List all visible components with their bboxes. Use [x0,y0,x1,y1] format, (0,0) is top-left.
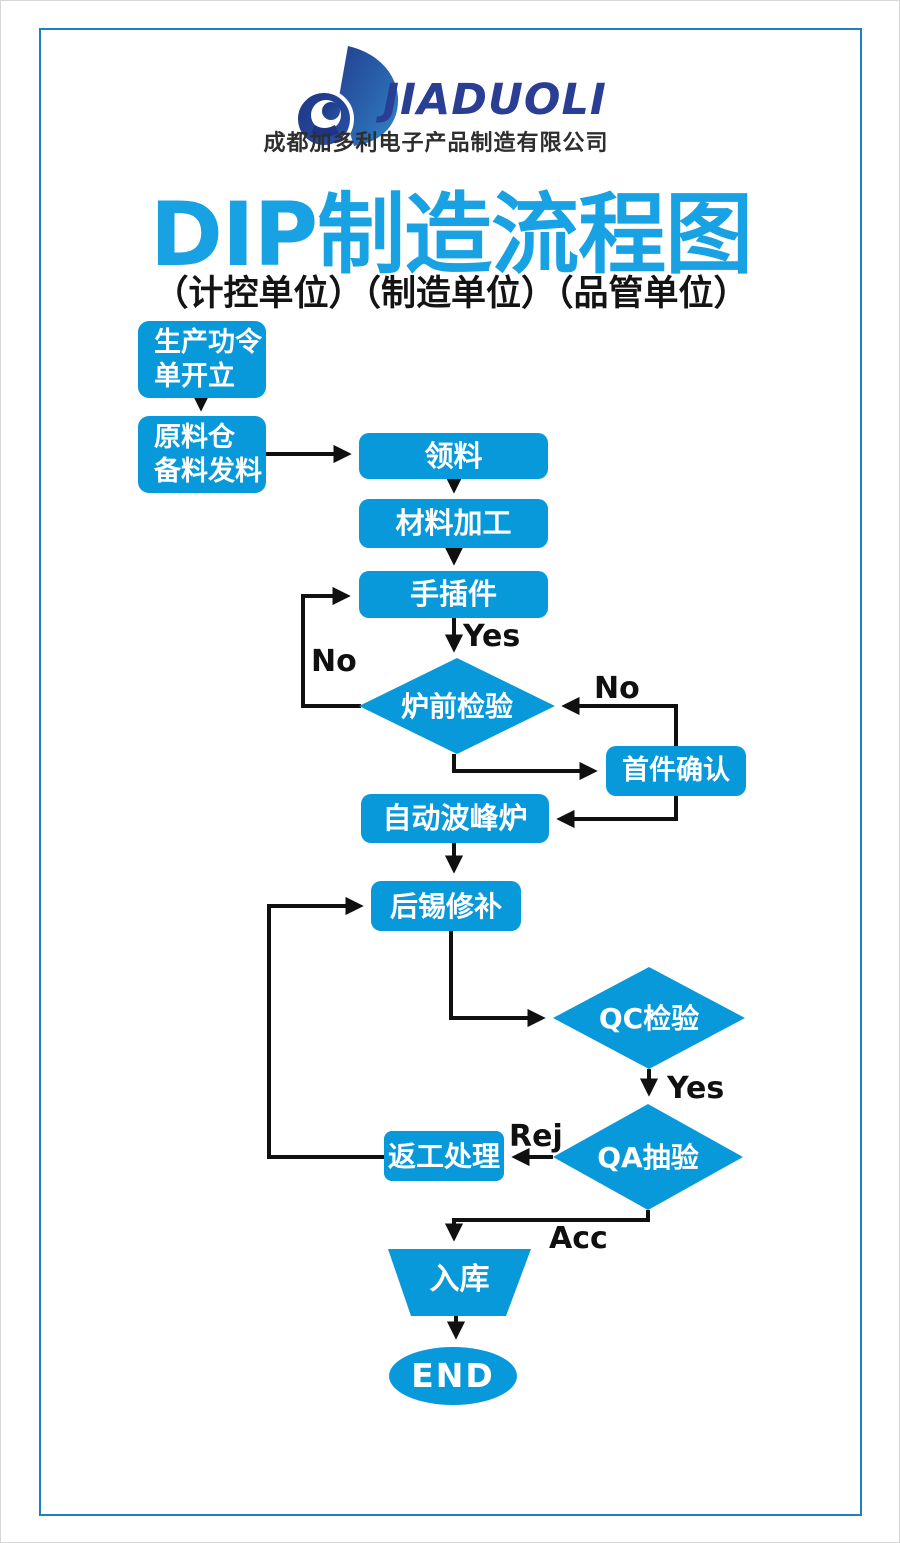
node-wave-solder-shape [361,794,549,843]
node-shape-group [138,321,746,1405]
edge-qa-acc-to-warehouse [444,1210,650,1242]
company-name: 成都加多利电子产品制造有限公司 [263,131,609,156]
edge-furnacecheck-to-firstarticle [452,754,598,781]
edge-furnacecheck-no-to-insert [301,586,361,708]
page-subtitle: （计控单位）（制造单位）（品管单位） [153,274,749,314]
node-furnace-check-shape [359,658,555,754]
node-first-article-shape [606,746,746,796]
node-production-order-shape [138,321,266,398]
node-warehouse-shape [388,1249,531,1316]
edge-firstarticle-to-wavesolder [556,796,678,829]
edge-firstarticle-no-to-furnacecheck [561,696,678,746]
company-logo-icon [294,46,399,147]
node-qa-sampling-shape [553,1104,743,1210]
connector-group [191,393,678,1340]
node-material-processing-shape [359,499,548,548]
brand-wordmark: JIADUOLI [383,75,607,125]
node-hand-insert-shape [359,571,548,618]
node-solder-touchup-shape [371,881,521,931]
node-rework-shape [384,1131,504,1181]
node-raw-material-shape [138,416,266,493]
node-qc-check-shape [553,967,745,1069]
node-end-shape [389,1347,517,1405]
node-pick-material-shape [359,433,548,479]
edge-rework-to-touchup [267,896,384,1159]
page-title: DIP制造流程图 [149,183,753,286]
edge-touchup-to-qc [449,931,546,1028]
